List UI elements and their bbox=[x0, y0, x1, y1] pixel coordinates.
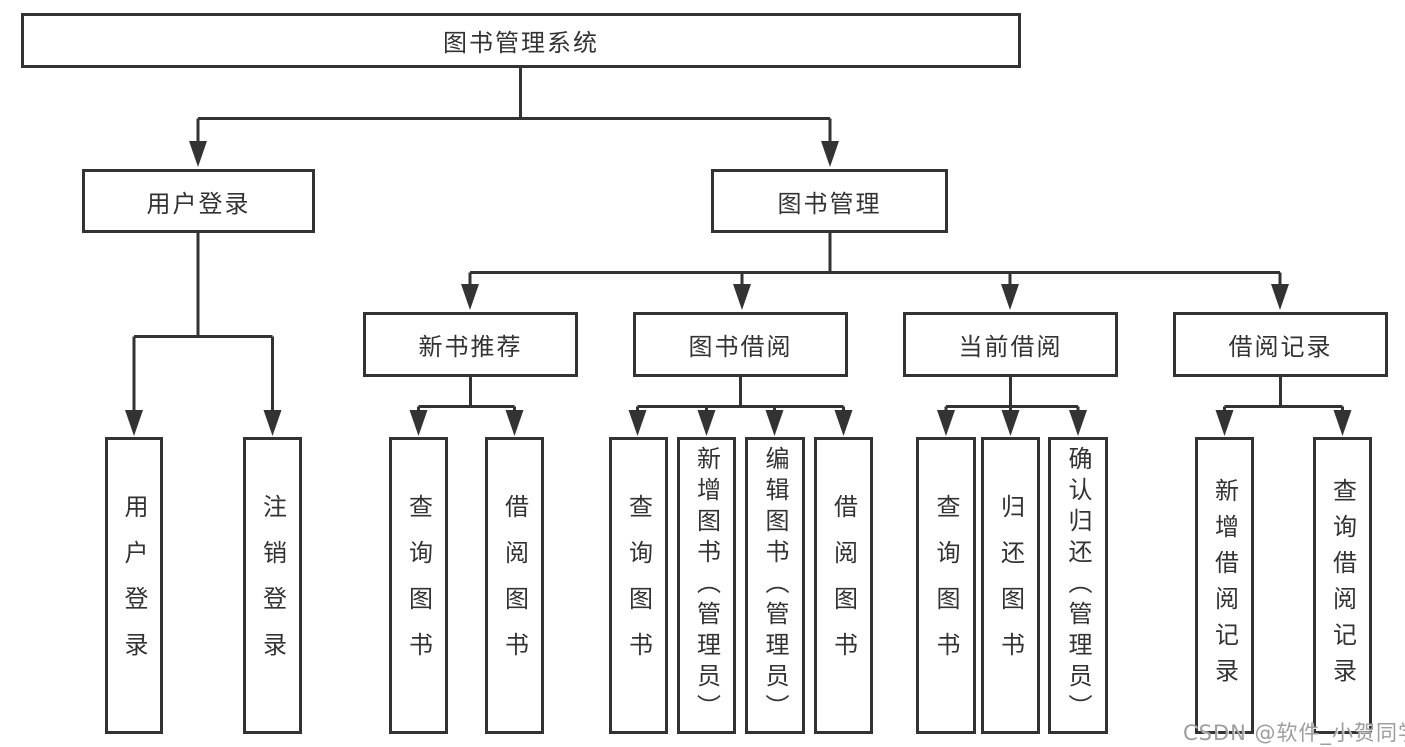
node-book-management: 图书管理 bbox=[711, 169, 948, 233]
node-label: 新书推荐 bbox=[418, 333, 523, 361]
leaf-user-login: 用户登录 bbox=[105, 437, 163, 734]
leaf-label: 查询借阅记录 bbox=[1328, 477, 1357, 694]
leaf-current-confirm-return-admin: 确认归还（管理员） bbox=[1048, 437, 1108, 734]
node-new-book-recommendation: 新书推荐 bbox=[363, 312, 578, 377]
arrowhead-icon bbox=[125, 410, 143, 436]
leaf-records-query-record: 查询借阅记录 bbox=[1313, 437, 1372, 734]
arrowhead-icon bbox=[505, 410, 524, 436]
arrowhead-icon bbox=[937, 410, 955, 436]
arrowhead-icon bbox=[1215, 410, 1234, 436]
node-current-borrowing: 当前借阅 bbox=[903, 312, 1118, 377]
connector-borrow-records-to-leaves bbox=[1215, 377, 1352, 436]
node-label: 图书管理系统 bbox=[443, 29, 599, 57]
arrowhead-icon bbox=[697, 410, 716, 436]
connector-path bbox=[468, 233, 1282, 286]
connector-path bbox=[944, 377, 1080, 412]
connector-path bbox=[132, 233, 274, 412]
leaf-label: 借阅图书 bbox=[500, 493, 529, 678]
node-label: 图书管理 bbox=[777, 189, 882, 218]
arrowhead-icon bbox=[461, 284, 479, 310]
connector-current-borrow-to-leaves bbox=[937, 377, 1087, 436]
leaf-current-return-books: 归还图书 bbox=[981, 437, 1040, 734]
leaf-label: 查询图书 bbox=[404, 493, 433, 678]
node-label: 当前借阅 bbox=[958, 333, 1063, 361]
arrowhead-icon bbox=[1001, 284, 1019, 310]
leaf-current-query-books: 查询图书 bbox=[916, 437, 976, 734]
leaf-records-add-record: 新增借阅记录 bbox=[1195, 437, 1254, 734]
leaf-newbook-query-books: 查询图书 bbox=[389, 437, 448, 734]
leaf-logout: 注销登录 bbox=[243, 437, 302, 734]
connector-path bbox=[417, 377, 516, 412]
leaf-label: 注销登录 bbox=[258, 493, 287, 678]
arrowhead-icon bbox=[263, 410, 282, 436]
arrowhead-icon bbox=[628, 410, 647, 436]
connector-root-to-level2 bbox=[189, 68, 839, 167]
leaf-label: 借阅图书 bbox=[829, 493, 858, 678]
node-label: 用户登录 bbox=[146, 189, 251, 218]
leaf-borrow-add-book-admin: 新增图书（管理员） bbox=[677, 437, 736, 734]
arrowhead-icon bbox=[1333, 410, 1352, 436]
arrowhead-icon bbox=[409, 410, 428, 436]
arrowhead-icon bbox=[765, 410, 784, 436]
connector-path bbox=[196, 68, 832, 143]
leaf-borrow-borrow-books: 借阅图书 bbox=[814, 437, 873, 734]
connector-path bbox=[636, 377, 845, 412]
arrowhead-icon bbox=[1069, 410, 1087, 436]
leaf-label: 新增借阅记录 bbox=[1210, 477, 1239, 694]
node-library-management-system: 图书管理系统 bbox=[21, 13, 1021, 68]
leaf-label: 查询图书 bbox=[624, 493, 653, 678]
arrowhead-icon bbox=[1001, 410, 1020, 436]
arrowhead-icon bbox=[834, 410, 853, 436]
connector-book-borrow-to-leaves bbox=[628, 377, 853, 436]
arrowhead-icon bbox=[189, 141, 207, 167]
leaf-label: 确认归还（管理员） bbox=[1064, 446, 1092, 725]
node-label: 图书借阅 bbox=[688, 333, 793, 361]
leaf-borrow-edit-book-admin: 编辑图书（管理员） bbox=[745, 437, 805, 734]
csdn-watermark: CSDN @软件_小贺同学 bbox=[1183, 721, 1405, 745]
node-label: 借阅记录 bbox=[1228, 333, 1333, 361]
leaf-label: 查询图书 bbox=[932, 493, 960, 678]
arrowhead-icon bbox=[733, 284, 751, 310]
connector-book-management-to-level3 bbox=[461, 233, 1289, 310]
arrowhead-icon bbox=[821, 141, 839, 167]
leaf-label: 归还图书 bbox=[996, 493, 1025, 678]
node-book-borrowing: 图书借阅 bbox=[633, 312, 848, 377]
connector-user-login-to-leaves bbox=[125, 233, 282, 436]
node-borrowing-records: 借阅记录 bbox=[1173, 312, 1388, 377]
connector-new-book-recommend-to-leaves bbox=[409, 377, 524, 436]
connector-path bbox=[1223, 377, 1344, 412]
leaf-label: 用户登录 bbox=[120, 493, 148, 678]
leaf-label: 编辑图书（管理员） bbox=[761, 446, 789, 725]
leaf-label: 新增图书（管理员） bbox=[692, 446, 721, 725]
leaf-borrow-query-books: 查询图书 bbox=[609, 437, 668, 734]
arrowhead-icon bbox=[1271, 284, 1289, 310]
node-user-login: 用户登录 bbox=[82, 169, 315, 233]
leaf-newbook-borrow-books: 借阅图书 bbox=[485, 437, 544, 734]
